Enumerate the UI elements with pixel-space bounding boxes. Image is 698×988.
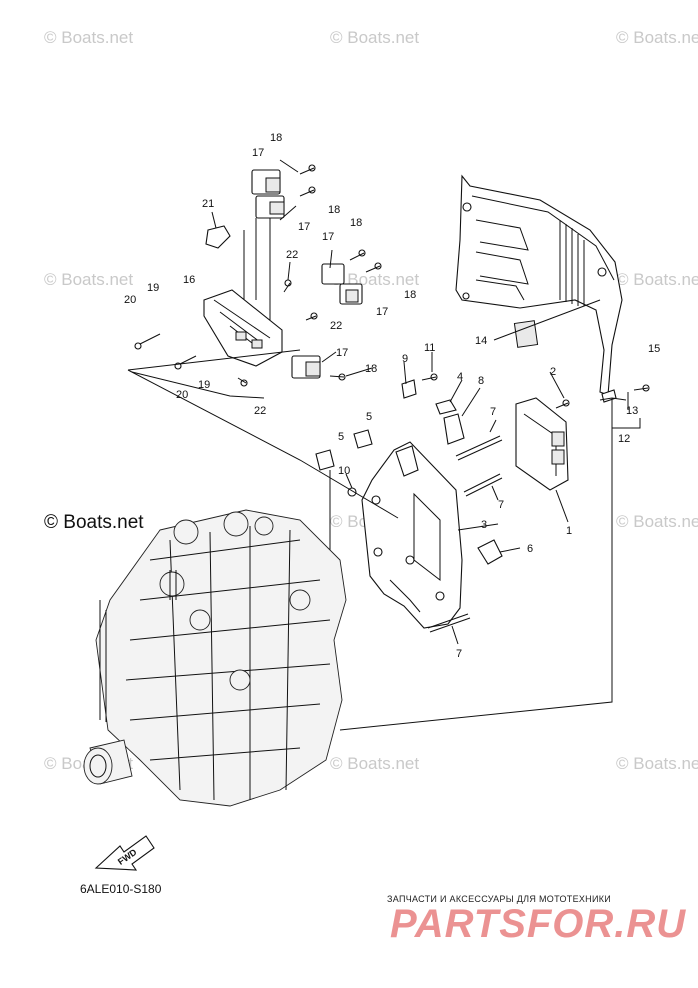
watermark-main: © Boats.net: [44, 512, 144, 533]
part-label: 15: [648, 343, 660, 355]
brand-tagline: ЗАПЧАСТИ И АКСЕССУАРЫ ДЛЯ МОТОТЕХНИКИ: [387, 894, 612, 904]
part-label: 17: [252, 147, 264, 159]
part-label: 5: [338, 431, 344, 443]
small-parts: [315, 379, 617, 633]
fwd-arrow: FWD: [94, 835, 155, 871]
part-label: 22: [330, 320, 342, 332]
part-label: 4: [457, 371, 463, 383]
brand-logo[interactable]: PARTSFOR.RU: [390, 902, 687, 946]
part-label: 18: [350, 217, 362, 229]
watermark: © Boats.net: [44, 28, 134, 47]
part-label: 7: [490, 406, 496, 418]
part-label: 11: [424, 342, 435, 354]
part-label: 18: [365, 363, 377, 375]
part-label: 17: [336, 347, 348, 359]
part-label: 13: [626, 405, 638, 417]
screws: [134, 164, 650, 409]
watermark: © Boats.net: [616, 270, 698, 289]
part-label: 20: [124, 294, 136, 306]
part-label: 17: [376, 306, 388, 318]
part-label: 22: [254, 405, 266, 417]
part-label: 10: [338, 465, 350, 477]
part-label: 18: [404, 289, 416, 301]
part-label: 22: [286, 249, 298, 261]
watermark: © Boats.net: [616, 512, 698, 531]
part-label: 9: [402, 353, 408, 365]
electrical-cover: [455, 174, 623, 396]
part-label: 21: [202, 198, 214, 210]
part-label: 6: [527, 543, 533, 555]
diagram-code: 6ALE010-S180: [80, 882, 162, 896]
part-label: 7: [498, 499, 504, 511]
part-label: 3: [481, 519, 487, 531]
electrical-plate: [361, 441, 463, 629]
part-label: 17: [298, 221, 310, 233]
part-label: 14: [475, 335, 487, 347]
cdi-unit: [515, 397, 569, 491]
part-label: 18: [270, 132, 282, 144]
part-labels: 1 2 3 4 5 5 6 7 7 7 8 9 10 11 12 13 14 1…: [124, 132, 660, 660]
part-label: 16: [183, 274, 195, 286]
part-label: 7: [456, 648, 462, 660]
engine-block: [83, 509, 347, 807]
relay-bracket: [203, 218, 283, 367]
part-label: 18: [328, 204, 340, 216]
part-label: 8: [478, 375, 484, 387]
part-label: 20: [176, 389, 188, 401]
watermark: © Boats.net: [44, 270, 134, 289]
watermark: © Boats.net: [616, 28, 698, 47]
part-label: 19: [147, 282, 159, 294]
watermark: © Boats.net: [330, 28, 420, 47]
watermark: © Boats.net: [330, 754, 420, 773]
part-label: 17: [322, 231, 334, 243]
part-label: 2: [550, 366, 556, 378]
part-label: 12: [618, 433, 630, 445]
part-label: 5: [366, 411, 372, 423]
watermark: © Boats.net: [616, 754, 698, 773]
part-label: 19: [198, 379, 210, 391]
leader-lines: [127, 159, 641, 731]
relay-group-top: [251, 169, 363, 379]
part-label: 1: [566, 525, 572, 537]
